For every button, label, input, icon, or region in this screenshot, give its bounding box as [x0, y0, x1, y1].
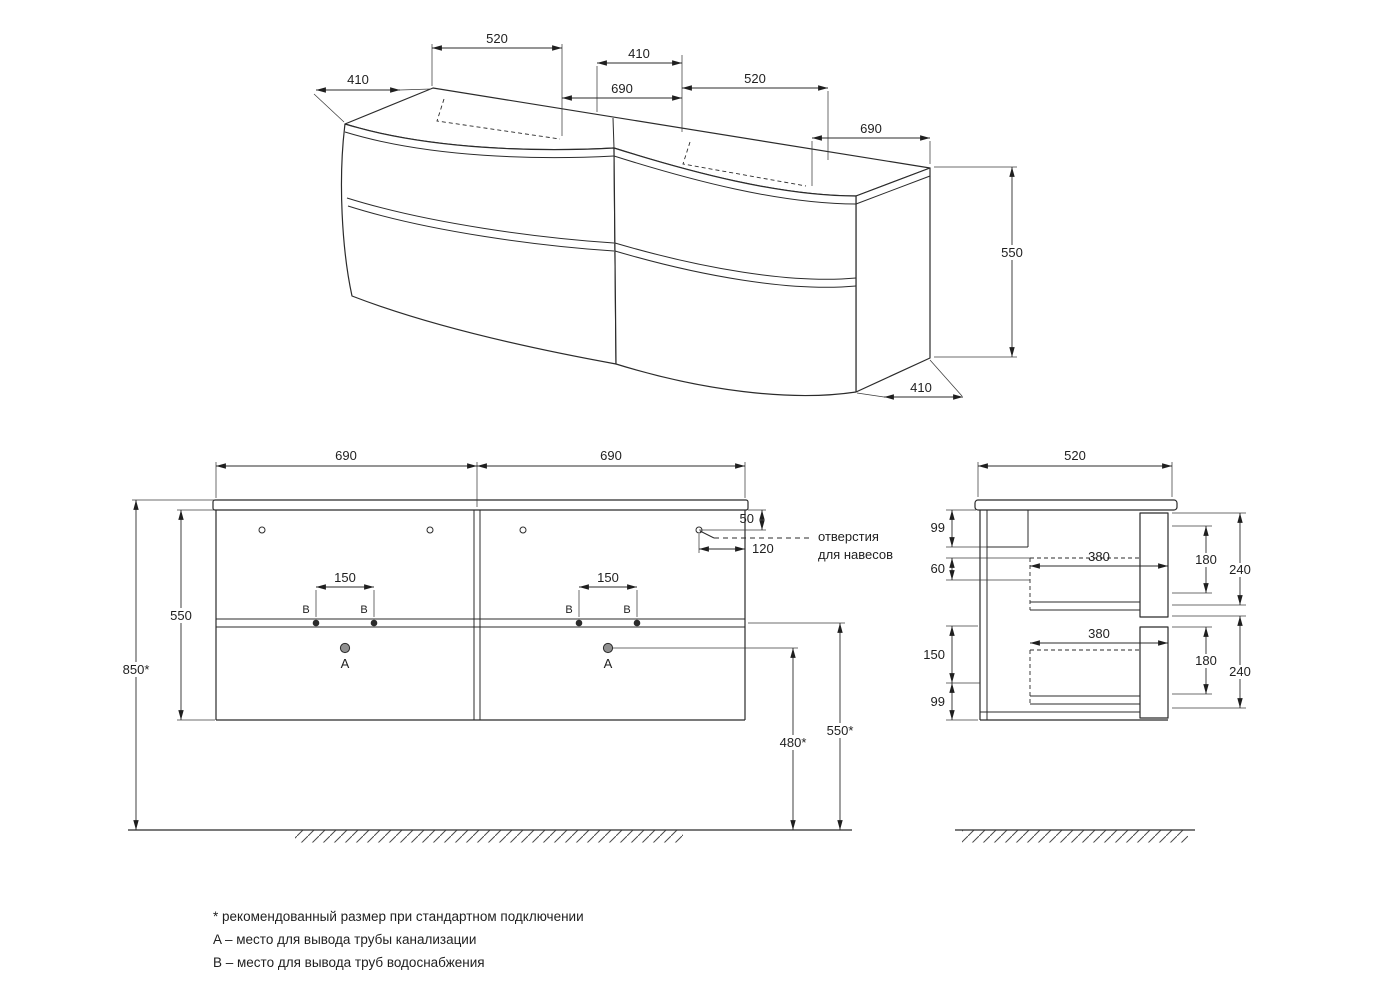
legend-note-b: B – место для вывода труб водоснабжения — [213, 955, 485, 970]
dim-label-550-star: 550* — [827, 723, 854, 738]
dim-label-520-top: 520 — [486, 31, 508, 46]
water-outlet-b — [370, 619, 378, 627]
marker-label-b: B — [360, 604, 367, 616]
dim-label-180-top: 180 — [1195, 552, 1217, 567]
dim-label-99-bottom: 99 — [931, 694, 945, 709]
legend-note-a: A – место для вывода трубы канализации — [213, 932, 476, 947]
side-countertop — [974, 499, 1178, 511]
dim-label-850: 850* — [123, 662, 150, 677]
cabinet-right-end-panel — [855, 167, 931, 393]
drain-outlet-a — [602, 642, 614, 654]
hanger-hole — [519, 526, 527, 534]
dim-label-520-side: 520 — [1064, 448, 1086, 463]
dim-label-120: 120 — [752, 541, 774, 556]
marker-label-b: B — [565, 604, 572, 616]
dim-label-150-side: 150 — [923, 647, 945, 662]
front-countertop — [212, 499, 749, 511]
floor-lines — [128, 829, 1195, 843]
left-basin-dashed-outline — [436, 98, 561, 140]
legend-note-asterisk: * рекомендованный размер при стандартном… — [213, 909, 584, 924]
perspective-view — [340, 87, 931, 397]
dim-label-690-mid: 690 — [611, 81, 633, 96]
dim-label-180-bottom: 180 — [1195, 653, 1217, 668]
dim-label-690-right: 690 — [860, 121, 882, 136]
dim-label-410-bottom: 410 — [910, 380, 932, 395]
dim-label-690-front-right: 690 — [600, 448, 622, 463]
dim-label-150-left: 150 — [334, 570, 356, 585]
side-drawer-front-top — [1139, 512, 1169, 618]
dim-label-520-right: 520 — [744, 71, 766, 86]
front-view — [212, 499, 749, 721]
water-outlet-b — [633, 619, 641, 627]
hanger-hole — [426, 526, 434, 534]
dim-label-50: 50 — [740, 511, 754, 526]
cabinet-right-front-face — [613, 147, 857, 397]
marker-label-a: A — [341, 656, 350, 671]
front-dimensions: 690 690 850* 550 50 120 отверстия для на… — [112, 448, 893, 830]
legend: * рекомендованный размер при стандартном… — [213, 909, 584, 970]
right-basin-dashed-outline — [682, 141, 807, 187]
side-drawer-front-bottom — [1139, 626, 1169, 719]
dim-label-410-mid: 410 — [628, 46, 650, 61]
marker-label-b: B — [623, 604, 630, 616]
callout-holes-line1: отверстия — [818, 529, 879, 544]
hanger-hole — [258, 526, 266, 534]
dim-label-380-bottom: 380 — [1088, 626, 1110, 641]
water-outlet-b — [575, 619, 583, 627]
drain-outlet-a — [339, 642, 351, 654]
dim-label-550-height: 550 — [1001, 245, 1023, 260]
dim-label-60: 60 — [931, 561, 945, 576]
left-drawer-divider — [346, 197, 615, 244]
side-floor-hatch — [962, 830, 1188, 843]
dim-label-99-top: 99 — [931, 520, 945, 535]
dim-label-550-front: 550 — [170, 608, 192, 623]
front-floor-hatch — [295, 830, 683, 843]
dim-label-380-top: 380 — [1088, 549, 1110, 564]
dim-label-240-top: 240 — [1229, 562, 1251, 577]
dim-label-150-right: 150 — [597, 570, 619, 585]
dim-label-240-bottom: 240 — [1229, 664, 1251, 679]
dim-label-690-front-left: 690 — [335, 448, 357, 463]
marker-label-a: A — [604, 656, 613, 671]
side-dimensions: 520 99 60 150 99 380 380 180 — [923, 448, 1256, 721]
right-drawer-divider — [614, 242, 857, 280]
cabinet-left-front-face — [340, 123, 617, 365]
perspective-dimensions: 520 410 410 690 520 690 550 410 — [313, 31, 1030, 400]
marker-label-b: B — [302, 604, 309, 616]
dim-label-410-left: 410 — [347, 72, 369, 87]
callout-holes-line2: для навесов — [818, 547, 893, 562]
water-outlet-b — [312, 619, 320, 627]
dim-label-480: 480* — [780, 735, 807, 750]
side-view — [974, 499, 1178, 721]
